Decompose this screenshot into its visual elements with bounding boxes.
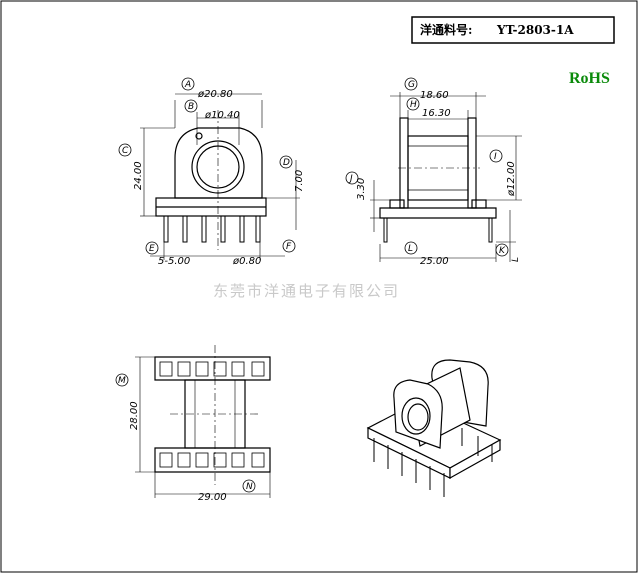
callout-a — [181, 77, 195, 91]
front-pin1-marker — [195, 132, 203, 140]
bottom-view — [135, 345, 271, 498]
dim-d-value: 7.00 — [294, 170, 305, 192]
letter-n: N — [246, 482, 253, 492]
dim-n-value: 29.00 — [198, 492, 227, 503]
callout-c — [118, 143, 132, 157]
side-flange-right — [467, 117, 477, 209]
dim-i-value: ø12.00 — [506, 161, 517, 197]
letter-g: G — [408, 80, 415, 90]
callout-h — [406, 97, 420, 111]
title-label: 洋通料号: — [420, 22, 472, 37]
side-base — [379, 207, 497, 219]
rohs-mark: RoHS — [569, 70, 610, 87]
dim-a-value: ø20.80 — [197, 89, 233, 100]
letter-c: C — [122, 146, 129, 156]
letter-i: I — [494, 152, 497, 162]
letter-m: M — [118, 376, 126, 386]
callout-n — [242, 479, 256, 493]
letter-l: L — [408, 244, 413, 254]
letter-k: K — [499, 246, 506, 256]
letter-l-small: L — [511, 257, 521, 262]
callout-k — [495, 243, 509, 257]
callout-j — [345, 171, 359, 185]
callout-b — [184, 99, 198, 113]
callout-g — [404, 77, 418, 91]
callout-i — [489, 149, 503, 163]
side-view — [370, 92, 522, 262]
letter-e: E — [149, 244, 155, 254]
dim-h-value: 16.30 — [422, 108, 451, 119]
company-watermark: 东莞市洋通电子有限公司 — [213, 282, 400, 300]
dim-j-value: 3.30 — [356, 178, 367, 200]
letter-j: J — [348, 174, 353, 184]
side-flange-left — [399, 117, 409, 209]
letter-a: A — [184, 80, 191, 90]
dim-g-value: 18.60 — [420, 90, 449, 101]
callout-d — [279, 155, 293, 169]
dim-f-value: ø0.80 — [232, 256, 261, 267]
dim-c-value: 24.00 — [133, 161, 144, 190]
callout-l — [404, 241, 418, 255]
front-flange — [174, 127, 263, 199]
letter-h: H — [410, 100, 417, 110]
part-number: YT-2803-1A — [496, 23, 574, 37]
letter-f: F — [286, 242, 292, 252]
dim-b-value: ø10.40 — [204, 110, 240, 121]
isometric-view — [366, 359, 502, 497]
callout-m — [115, 373, 129, 387]
letter-d: D — [283, 158, 290, 168]
dim-l-value: 25.00 — [420, 256, 449, 267]
bottom-rail-top — [154, 356, 271, 381]
title-box — [411, 16, 615, 44]
dim-m-value: 28.00 — [129, 401, 140, 430]
letter-b: B — [188, 102, 194, 112]
callout-e — [145, 241, 159, 255]
front-view — [140, 93, 300, 260]
callout-f — [282, 239, 296, 253]
dim-e-value: 5-5.00 — [158, 256, 190, 267]
